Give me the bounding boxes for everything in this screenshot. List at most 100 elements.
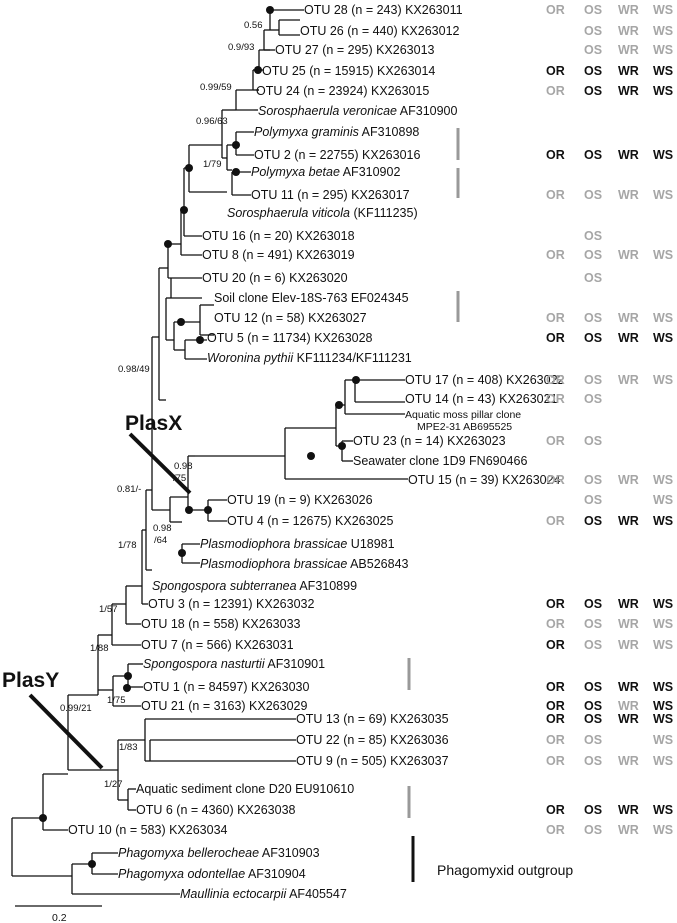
taxon-label: OTU 24 (n = 23924) KX263015: [256, 84, 429, 98]
habitat-wr-cell: WR: [618, 84, 639, 98]
habitat-wr-cell: WR: [618, 823, 639, 837]
taxon-label: OTU 16 (n = 20) KX263018: [202, 229, 355, 243]
habitat-wr-cell: WR: [618, 373, 639, 387]
habitat-or-cell: OR: [546, 680, 565, 694]
habitat-wr-cell: WR: [618, 148, 639, 162]
habitat-ws-cell: WS: [653, 712, 673, 726]
taxon-label: Polymyxa betae AF310902: [251, 165, 400, 179]
taxon-label: Plasmodiophora brassicae AB526843: [200, 557, 409, 571]
support-value: 0.99/21: [60, 703, 92, 714]
taxon-label: Polymyxa graminis AF310898: [254, 125, 419, 139]
support-value: 0.96/63: [196, 116, 228, 127]
taxon-label: OTU 3 (n = 12391) KX263032: [148, 597, 314, 611]
scale-bar-label: 0.2: [52, 912, 67, 923]
habitat-os-cell: OS: [584, 331, 602, 345]
habitat-os-cell: OS: [584, 514, 602, 528]
taxon-label: OTU 6 (n = 4360) KX263038: [136, 803, 296, 817]
habitat-wr-cell: WR: [618, 699, 639, 713]
taxon-label: OTU 26 (n = 440) KX263012: [300, 24, 460, 38]
support-value: 0.56: [244, 20, 263, 31]
habitat-wr-cell: WR: [618, 638, 639, 652]
habitat-or-cell: OR: [546, 597, 565, 611]
taxon-label: OTU 4 (n = 12675) KX263025: [227, 514, 393, 528]
support-value: 1/57: [99, 604, 118, 615]
taxon-label: OTU 8 (n = 491) KX263019: [202, 248, 355, 262]
habitat-or-cell: OR: [546, 84, 565, 98]
support-value: 0.99/59: [200, 82, 232, 93]
support-value: 0.81/-: [117, 484, 141, 495]
habitat-ws-cell: WS: [653, 680, 673, 694]
habitat-or-cell: OR: [546, 733, 565, 747]
taxon-label: OTU 17 (n = 408) KX263022: [405, 373, 565, 387]
habitat-ws-cell: WS: [653, 514, 673, 528]
habitat-or-cell: OR: [546, 434, 565, 448]
habitat-os-cell: OS: [584, 84, 602, 98]
habitat-or-cell: OR: [546, 754, 565, 768]
habitat-or-cell: OR: [546, 638, 565, 652]
habitat-or-cell: OR: [546, 3, 565, 17]
habitat-ws-cell: WS: [653, 803, 673, 817]
habitat-ws-cell: WS: [653, 699, 673, 713]
habitat-os-cell: OS: [584, 3, 602, 17]
taxon-label: OTU 18 (n = 558) KX263033: [141, 617, 301, 631]
habitat-os-cell: OS: [584, 638, 602, 652]
taxon-label: OTU 15 (n = 39) KX263024: [408, 473, 561, 487]
habitat-os-cell: OS: [584, 493, 602, 507]
support-value: 0.98: [174, 461, 193, 472]
habitat-ws-cell: WS: [653, 597, 673, 611]
taxon-label: OTU 22 (n = 85) KX263036: [296, 733, 449, 747]
habitat-ws-cell: WS: [653, 331, 673, 345]
clade-brackets: [407, 128, 460, 818]
habitat-os-cell: OS: [584, 803, 602, 817]
habitat-os-cell: OS: [584, 733, 602, 747]
support-value: 1/27: [104, 779, 123, 790]
taxon-label: Sorosphaerula viticola (KF111235): [227, 206, 418, 220]
habitat-wr-cell: WR: [618, 248, 639, 262]
taxon-label: Plasmodiophora brassicae U18981: [200, 537, 395, 551]
support-value: /64: [154, 535, 167, 546]
outgroup-label: Phagomyxid outgroup: [437, 862, 573, 878]
habitat-wr-cell: WR: [618, 188, 639, 202]
habitat-os-cell: OS: [584, 271, 602, 285]
support-value: 1/88: [90, 643, 109, 654]
taxon-label: Phagomyxa odontellae AF310904: [118, 867, 306, 881]
taxon-label: Woronina pythii KF111234/KF111231: [207, 351, 412, 365]
habitat-wr-cell: WR: [618, 680, 639, 694]
taxon-label: Phagomyxa bellerocheae AF310903: [118, 846, 320, 860]
habitat-os-cell: OS: [584, 473, 602, 487]
habitat-or-cell: OR: [546, 712, 565, 726]
support-value: 0.98/49: [118, 364, 150, 375]
habitat-os-cell: OS: [584, 754, 602, 768]
habitat-os-cell: OS: [584, 311, 602, 325]
taxon-label: OTU 5 (n = 11734) KX263028: [207, 331, 373, 345]
habitat-ws-cell: WS: [653, 3, 673, 17]
taxon-label: Seawater clone 1D9 FN690466: [353, 454, 527, 468]
taxon-label: Soil clone Elev-18S-763 EF024345: [214, 291, 409, 305]
support-value: 1/79: [203, 159, 222, 170]
habitat-os-cell: OS: [584, 617, 602, 631]
taxon-label: OTU 1 (n = 84597) KX263030: [143, 680, 309, 694]
habitat-os-cell: OS: [584, 392, 602, 406]
habitat-wr-cell: WR: [618, 712, 639, 726]
habitat-ws-cell: WS: [653, 493, 673, 507]
habitat-ws-cell: WS: [653, 84, 673, 98]
support-value: 1/83: [119, 742, 138, 753]
habitat-wr-cell: WR: [618, 473, 639, 487]
habitat-os-cell: OS: [584, 373, 602, 387]
taxon-label: Aquatic moss pillar clone: [405, 409, 521, 421]
habitat-wr-cell: WR: [618, 24, 639, 38]
habitat-or-cell: OR: [546, 64, 565, 78]
habitat-ws-cell: WS: [653, 638, 673, 652]
support-value: 1/75: [107, 695, 126, 706]
habitat-os-cell: OS: [584, 64, 602, 78]
habitat-os-cell: OS: [584, 188, 602, 202]
habitat-wr-cell: WR: [618, 331, 639, 345]
taxon-label: Spongospora subterranea AF310899: [152, 579, 357, 593]
taxon-label: Spongospora nasturtii AF310901: [143, 657, 325, 671]
plasx-label: PlasX: [125, 412, 182, 435]
taxon-label: OTU 13 (n = 69) KX263035: [296, 712, 449, 726]
habitat-os-cell: OS: [584, 434, 602, 448]
plasy-pointer: [28, 693, 104, 770]
